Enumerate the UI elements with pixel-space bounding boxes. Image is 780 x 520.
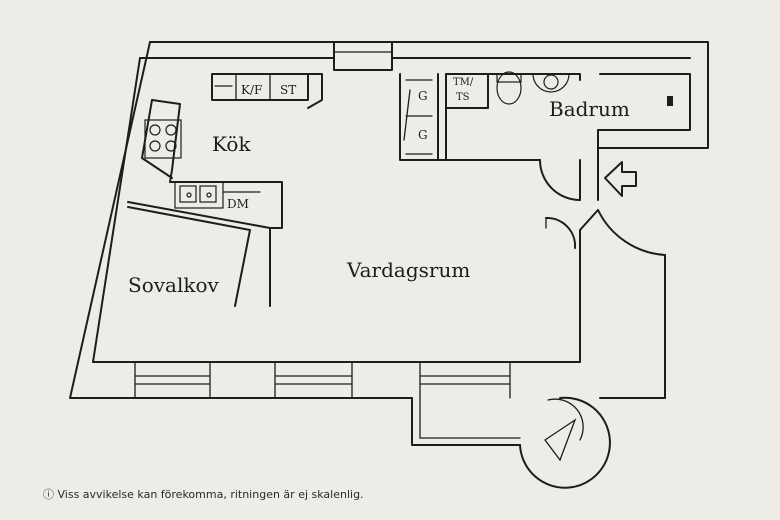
cabinet-label: ST xyxy=(280,83,296,97)
sleeping-alcove-label: Sovalkov xyxy=(128,273,220,297)
bathroom-label: Badrum xyxy=(549,97,630,121)
fridge-freezer-label: K/F xyxy=(241,83,262,97)
info-icon: ⓘ xyxy=(43,488,54,501)
wardrobe-upper-label: G xyxy=(418,89,428,103)
washer-dryer-label-line1: TM/ xyxy=(453,77,474,88)
wardrobe-lower-label: G xyxy=(418,128,428,142)
balcony xyxy=(411,396,611,489)
bathroom-fixtures xyxy=(496,71,673,106)
kitchen-label: Kök xyxy=(212,132,251,156)
disclaimer-text: Viss avvikelse kan förekomma, ritningen … xyxy=(57,488,364,501)
entrance-arrow-icon xyxy=(604,161,637,197)
dishwasher-label: DM xyxy=(227,197,249,211)
interior-walls xyxy=(399,73,691,363)
kitchen-sink xyxy=(174,181,224,209)
outer-walls xyxy=(69,41,709,399)
washer-dryer-label-line2: TS xyxy=(456,92,470,103)
stove xyxy=(144,119,182,159)
kitchen-counters xyxy=(127,73,323,307)
disclaimer: ⓘ Viss avvikelse kan förekomma, ritninge… xyxy=(43,486,364,502)
windows xyxy=(134,51,511,399)
living-room-label: Vardagsrum xyxy=(346,258,470,282)
